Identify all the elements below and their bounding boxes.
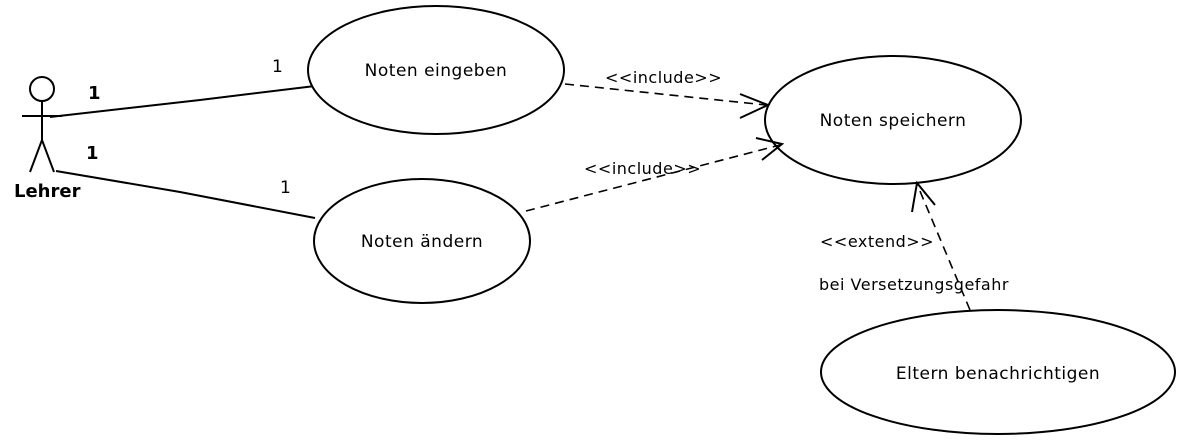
actor-lehrer (22, 76, 62, 173)
extend-line (916, 183, 971, 311)
usecase-noten-aendern (313, 178, 531, 304)
usecase-noten-speichern-label: Noten speichern (820, 111, 967, 131)
include-arrowhead-1 (739, 93, 771, 119)
association-line-eingeben (49, 85, 316, 118)
actor-name: Lehrer (14, 181, 81, 202)
mult-usecase-aendern: 1 (280, 178, 291, 198)
usecase-noten-eingeben (307, 5, 565, 135)
actor-head (29, 76, 55, 102)
usecase-eltern-benachrichtigen (820, 309, 1176, 435)
usecase-noten-speichern (764, 55, 1022, 185)
actor-leg-right (41, 139, 55, 173)
include-arrowhead-2 (755, 137, 785, 161)
actor-leg-left (29, 139, 43, 173)
extend-label: <<extend>> (820, 232, 934, 251)
include-line-1 (564, 83, 767, 106)
mult-actor-eingeben: 1 (88, 83, 101, 104)
include-label-1: <<include>> (605, 68, 722, 87)
include-line-2 (525, 144, 781, 212)
extend-condition: bei Versetzungsgefahr (819, 275, 1009, 294)
usecase-noten-eingeben-label: Noten eingeben (365, 61, 508, 81)
usecase-eltern-benachrichtigen-label: Eltern benachrichtigen (896, 364, 1100, 384)
mult-usecase-eingeben: 1 (272, 57, 283, 77)
extend-arrowhead (911, 180, 936, 213)
association-line-aendern (55, 170, 316, 219)
include-label-2: <<include>> (584, 159, 701, 178)
usecase-noten-aendern-label: Noten ändern (361, 232, 483, 252)
mult-actor-aendern: 1 (86, 143, 99, 164)
